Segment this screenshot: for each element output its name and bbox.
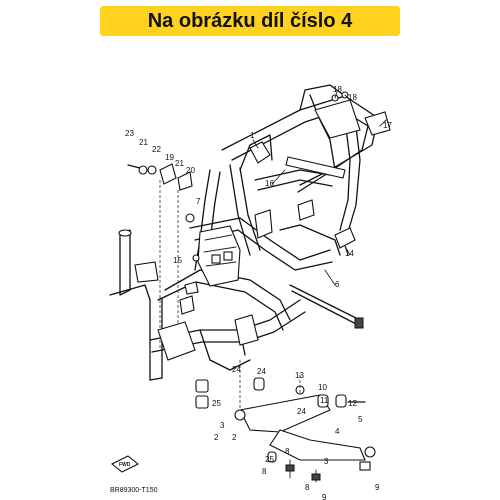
title-banner: Na obrázku díl číslo 4 [100, 6, 400, 36]
callout-4: 4 [335, 427, 340, 436]
callout-24b: 24 [297, 407, 306, 416]
diagram-code: BR89300-T150 [110, 487, 158, 494]
side-bracket-1 [249, 141, 315, 239]
callout-19: 19 [165, 153, 174, 162]
callout-3b: 3 [324, 457, 329, 466]
callout-10: 10 [318, 383, 327, 392]
callout-20: 20 [186, 166, 195, 175]
callout-2b: 2 [214, 433, 219, 442]
callout-9a: 9 [375, 483, 380, 492]
callout-9b: 9 [322, 493, 327, 500]
callout-8a: 8 [262, 467, 267, 476]
callout-6: 6 [335, 280, 340, 289]
engine-bracket [197, 225, 241, 287]
callout-7: 7 [196, 197, 201, 206]
left-front-tube [109, 229, 159, 301]
callout-5: 5 [358, 415, 363, 424]
callout-13: 13 [295, 371, 304, 380]
lower-left-bracket [157, 295, 259, 361]
crossbar-16 [285, 156, 346, 179]
callout-numbers: 1 2 3 4 5 6 7 8 9 10 11 12 13 14 15 16 1… [125, 85, 392, 500]
callout-16: 16 [265, 179, 274, 188]
fwd-arrow-icon: FWD [110, 455, 140, 473]
part-15 [184, 254, 200, 295]
banner-title: Na obrázku díl číslo 4 [147, 9, 353, 32]
callout-3: 3 [220, 421, 225, 430]
callout-12: 12 [348, 399, 357, 408]
callout-18b: 18 [348, 93, 357, 102]
long-bolt-6 [289, 284, 364, 329]
callout-8b: 8 [305, 483, 310, 492]
callout-25b: 25 [212, 399, 221, 408]
callout-1: 1 [250, 131, 255, 140]
callout-11: 11 [320, 396, 329, 405]
left-hardware [127, 163, 195, 350]
callout-18a: 18 [333, 85, 342, 94]
callout-21b: 21 [175, 159, 184, 168]
top-bracket [314, 91, 391, 139]
callout-2: 2 [232, 433, 237, 442]
callout-21a: 21 [139, 138, 148, 147]
callout-24c: 25 [265, 455, 274, 464]
callout-8c: 8 [285, 447, 290, 456]
fwd-label: FWD [119, 462, 131, 468]
rear-link-assembly [195, 360, 376, 483]
callout-14: 14 [345, 249, 354, 258]
callout-17: 17 [383, 121, 392, 130]
leader-lines [252, 91, 387, 286]
callout-23: 23 [125, 129, 134, 138]
callout-25a: 24 [232, 365, 241, 374]
callout-22: 22 [152, 145, 161, 154]
callout-15: 15 [173, 256, 182, 265]
frame-rear-section [221, 84, 379, 256]
callout-24a: 24 [257, 367, 266, 376]
